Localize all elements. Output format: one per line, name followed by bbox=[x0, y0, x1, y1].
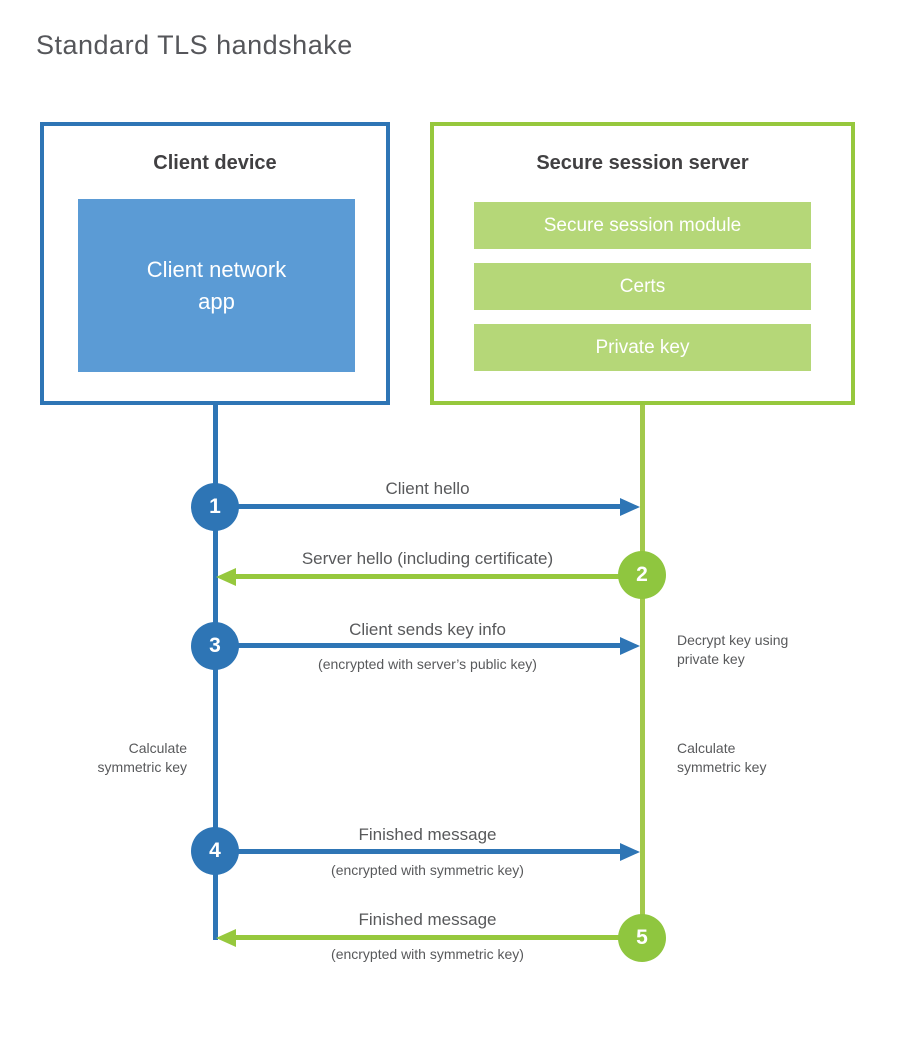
step-1-number: 1 bbox=[209, 495, 221, 518]
message-1-arrowhead-icon bbox=[620, 498, 640, 516]
message-5-arrow-line bbox=[236, 935, 642, 940]
message-5-arrowhead-icon bbox=[216, 929, 236, 947]
step-3-badge: 3 bbox=[191, 622, 239, 670]
message-1-arrow-line bbox=[215, 504, 621, 509]
client-device-title: Client device bbox=[153, 152, 277, 174]
message-2-arrow-line bbox=[236, 574, 642, 579]
message-4-arrow-line bbox=[215, 849, 621, 854]
server-lifeline bbox=[640, 405, 645, 940]
message-4-label: Finished message bbox=[358, 825, 497, 844]
note-calculate-symmetric-key-client: Calculate symmetric key bbox=[97, 740, 187, 775]
message-3-sublabel: (encrypted with server’s public key) bbox=[318, 656, 537, 672]
message-3-label: Client sends key info bbox=[349, 620, 506, 639]
secure-session-server-box: Secure session server Secure session mod… bbox=[430, 122, 855, 405]
message-3-arrow-line bbox=[215, 643, 621, 648]
note-calculate-symmetric-key-server: Calculate symmetric key bbox=[677, 740, 767, 775]
message-2-label: Server hello (including certificate) bbox=[301, 549, 554, 568]
client-lifeline bbox=[213, 405, 218, 940]
note-decrypt-key: Decrypt key using private key bbox=[677, 632, 789, 667]
message-5-label: Finished message bbox=[358, 910, 497, 929]
step-5-badge: 5 bbox=[618, 914, 666, 962]
server-module-secure-session: Secure session module bbox=[474, 202, 811, 249]
diagram-title: Standard TLS handshake bbox=[36, 30, 353, 60]
message-2-arrowhead-icon bbox=[216, 568, 236, 586]
client-device-box: Client device Client network app bbox=[40, 122, 390, 405]
step-1-badge: 1 bbox=[191, 483, 239, 531]
client-network-app-box: Client network app bbox=[78, 199, 355, 372]
step-5-number: 5 bbox=[636, 926, 648, 949]
message-1-label: Client hello bbox=[385, 479, 470, 498]
step-3-number: 3 bbox=[209, 634, 221, 657]
step-2-number: 2 bbox=[636, 563, 648, 586]
server-module-private-key: Private key bbox=[474, 324, 811, 371]
secure-session-server-title: Secure session server bbox=[536, 152, 749, 174]
message-4-sublabel: (encrypted with symmetric key) bbox=[331, 862, 524, 878]
message-5-sublabel: (encrypted with symmetric key) bbox=[331, 946, 524, 962]
step-4-number: 4 bbox=[209, 839, 221, 862]
step-4-badge: 4 bbox=[191, 827, 239, 875]
step-2-badge: 2 bbox=[618, 551, 666, 599]
message-3-arrowhead-icon bbox=[620, 637, 640, 655]
server-module-certs: Certs bbox=[474, 263, 811, 310]
message-4-arrowhead-icon bbox=[620, 843, 640, 861]
